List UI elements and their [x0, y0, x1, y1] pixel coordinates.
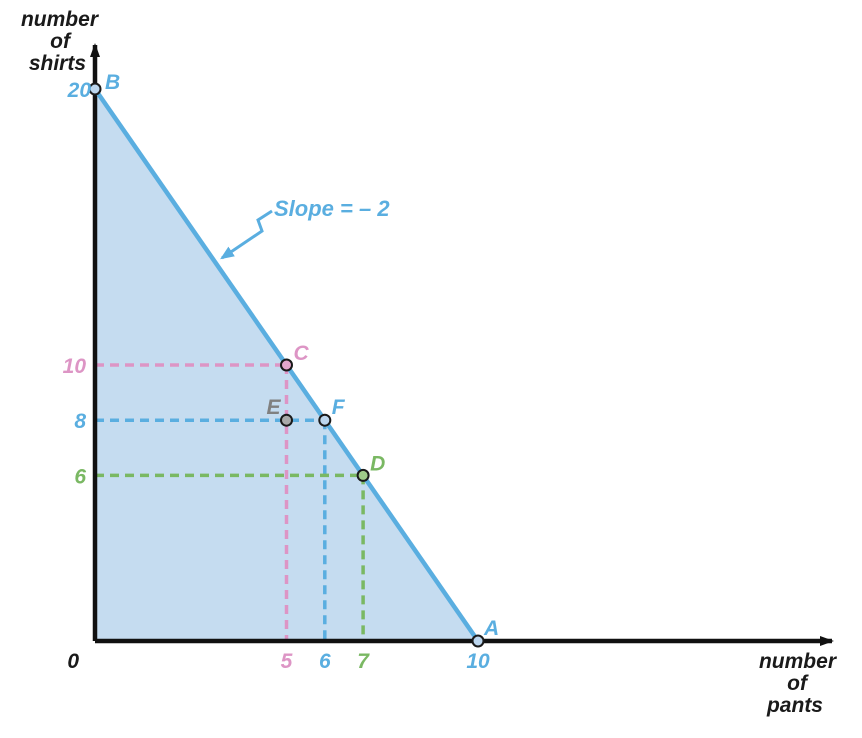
point-A-marker — [471, 634, 485, 648]
slope-annotation: Slope = – 2 — [274, 196, 390, 221]
y-tick-label-8: 8 — [74, 410, 86, 433]
point-E-marker — [280, 413, 293, 427]
y-tick-label-20: 20 — [67, 79, 92, 102]
y-axis-title-line-2: of — [50, 30, 72, 53]
x-axis-title-line-3: pants — [766, 694, 823, 717]
y-tick-label-6: 6 — [74, 465, 86, 488]
x-tick-label-5: 5 — [281, 650, 293, 673]
point-F-label: F — [332, 396, 346, 419]
point-B-label: B — [105, 71, 120, 94]
y-axis-title-line-3: shirts — [29, 52, 86, 75]
point-D-label: D — [370, 452, 385, 475]
x-tick-label-6: 6 — [319, 650, 331, 673]
point-C-marker — [280, 358, 293, 372]
x-tick-label-10: 10 — [466, 650, 490, 673]
x-tick-label-7: 7 — [357, 650, 370, 673]
origin-label: 0 — [67, 650, 79, 673]
point-F-marker — [318, 413, 332, 427]
point-A-label: A — [483, 617, 499, 640]
point-E-label: E — [266, 396, 281, 419]
y-axis-title-line-1: number — [21, 8, 100, 31]
y-tick-label-10: 10 — [63, 355, 87, 378]
x-axis-title-line-2: of — [787, 672, 809, 695]
point-D-marker — [356, 468, 370, 482]
point-C-label: C — [294, 342, 310, 365]
point-B-marker — [88, 82, 102, 96]
slope-pointer-arrow — [220, 209, 273, 260]
x-axis-title-line-1: number — [759, 650, 838, 673]
